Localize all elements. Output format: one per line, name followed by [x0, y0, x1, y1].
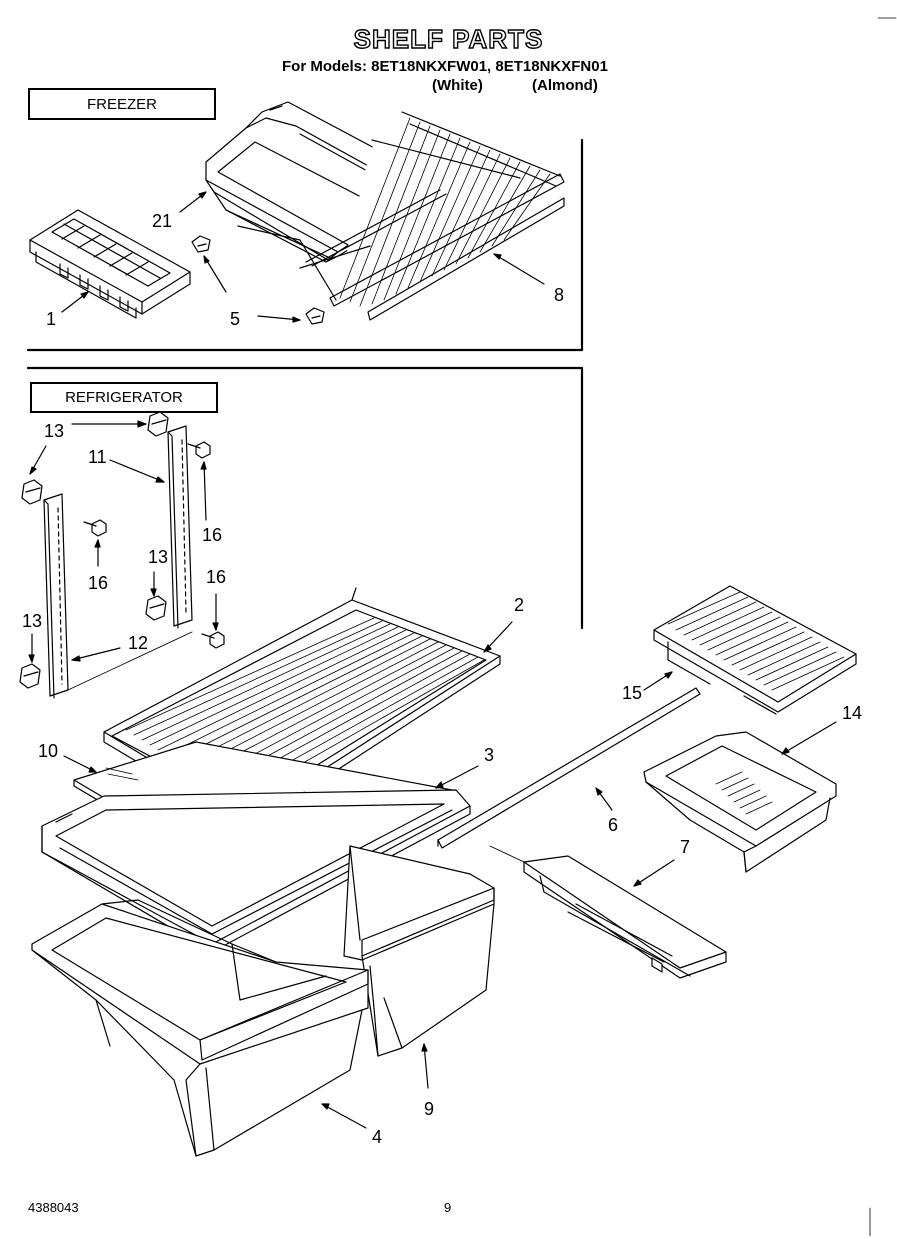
ladder-cap-top-right — [148, 412, 168, 436]
shelf-track — [490, 846, 726, 978]
callout-6: 6 — [608, 815, 619, 835]
meat-pan — [644, 732, 836, 872]
callout-9: 9 — [424, 1099, 435, 1119]
ice-cube-tray — [30, 210, 190, 318]
callout-14: 14 — [842, 703, 863, 723]
callout-16-lower-right: 16 — [206, 567, 227, 587]
callout-8: 8 — [554, 285, 565, 305]
document-number: 4388043 — [28, 1200, 79, 1215]
color-almond-label: (Almond) — [532, 77, 598, 94]
freezer-wire-shelf — [238, 112, 564, 320]
callout-13-bottom: 13 — [22, 611, 43, 631]
shelf-ladder-left — [44, 494, 192, 698]
callout-1: 1 — [46, 309, 57, 329]
shelf-ladder-right — [168, 426, 192, 628]
callout-10: 10 — [38, 741, 59, 761]
shelf-trim-strip — [438, 688, 700, 848]
callout-13-top: 13 — [44, 421, 65, 441]
callout-2: 2 — [514, 595, 525, 615]
refrigerator-section-label: REFRIGERATOR — [30, 382, 218, 413]
freezer-shelf-support-upper — [192, 236, 210, 252]
callout-16-left: 16 — [88, 573, 109, 593]
refrigerator-leader-lines — [29, 421, 836, 1128]
callout-21: 21 — [152, 211, 173, 231]
freezer-section-label: FREEZER — [28, 88, 216, 120]
page-number: 9 — [444, 1200, 452, 1215]
callout-5: 5 — [230, 309, 241, 329]
callout-15: 15 — [622, 683, 643, 703]
callout-4: 4 — [372, 1127, 383, 1147]
ladder-cap-bottom-right — [146, 596, 166, 620]
registration-marks — [870, 18, 896, 1236]
callout-12: 12 — [128, 633, 149, 653]
freezer-shelf-support-lower — [306, 308, 324, 324]
crisper-drawer-large — [32, 900, 368, 1156]
models-line: For Models: 8ET18NKXFW01, 8ET18NKXFN01 — [282, 58, 608, 75]
callout-16-upper-right: 16 — [202, 525, 223, 545]
callout-13-middle: 13 — [148, 547, 169, 567]
callout-11: 11 — [88, 447, 107, 467]
screw-upper-right — [188, 442, 210, 458]
crisper-drawer-small — [344, 846, 494, 1056]
screw-left — [84, 520, 106, 536]
callout-3: 3 — [484, 745, 495, 765]
freezer-leader-lines — [62, 192, 544, 322]
ladder-cap-bottom-left — [20, 664, 40, 688]
color-white-label: (White) — [432, 77, 483, 94]
ladder-cap-top-left — [22, 480, 42, 504]
screw-lower-right — [202, 632, 224, 648]
refrigerator-frame — [28, 368, 582, 628]
page-title: SHELF PARTS — [353, 23, 544, 54]
meat-pan-cover — [654, 586, 856, 714]
callout-7: 7 — [680, 837, 691, 857]
freezer-frame — [28, 140, 582, 350]
